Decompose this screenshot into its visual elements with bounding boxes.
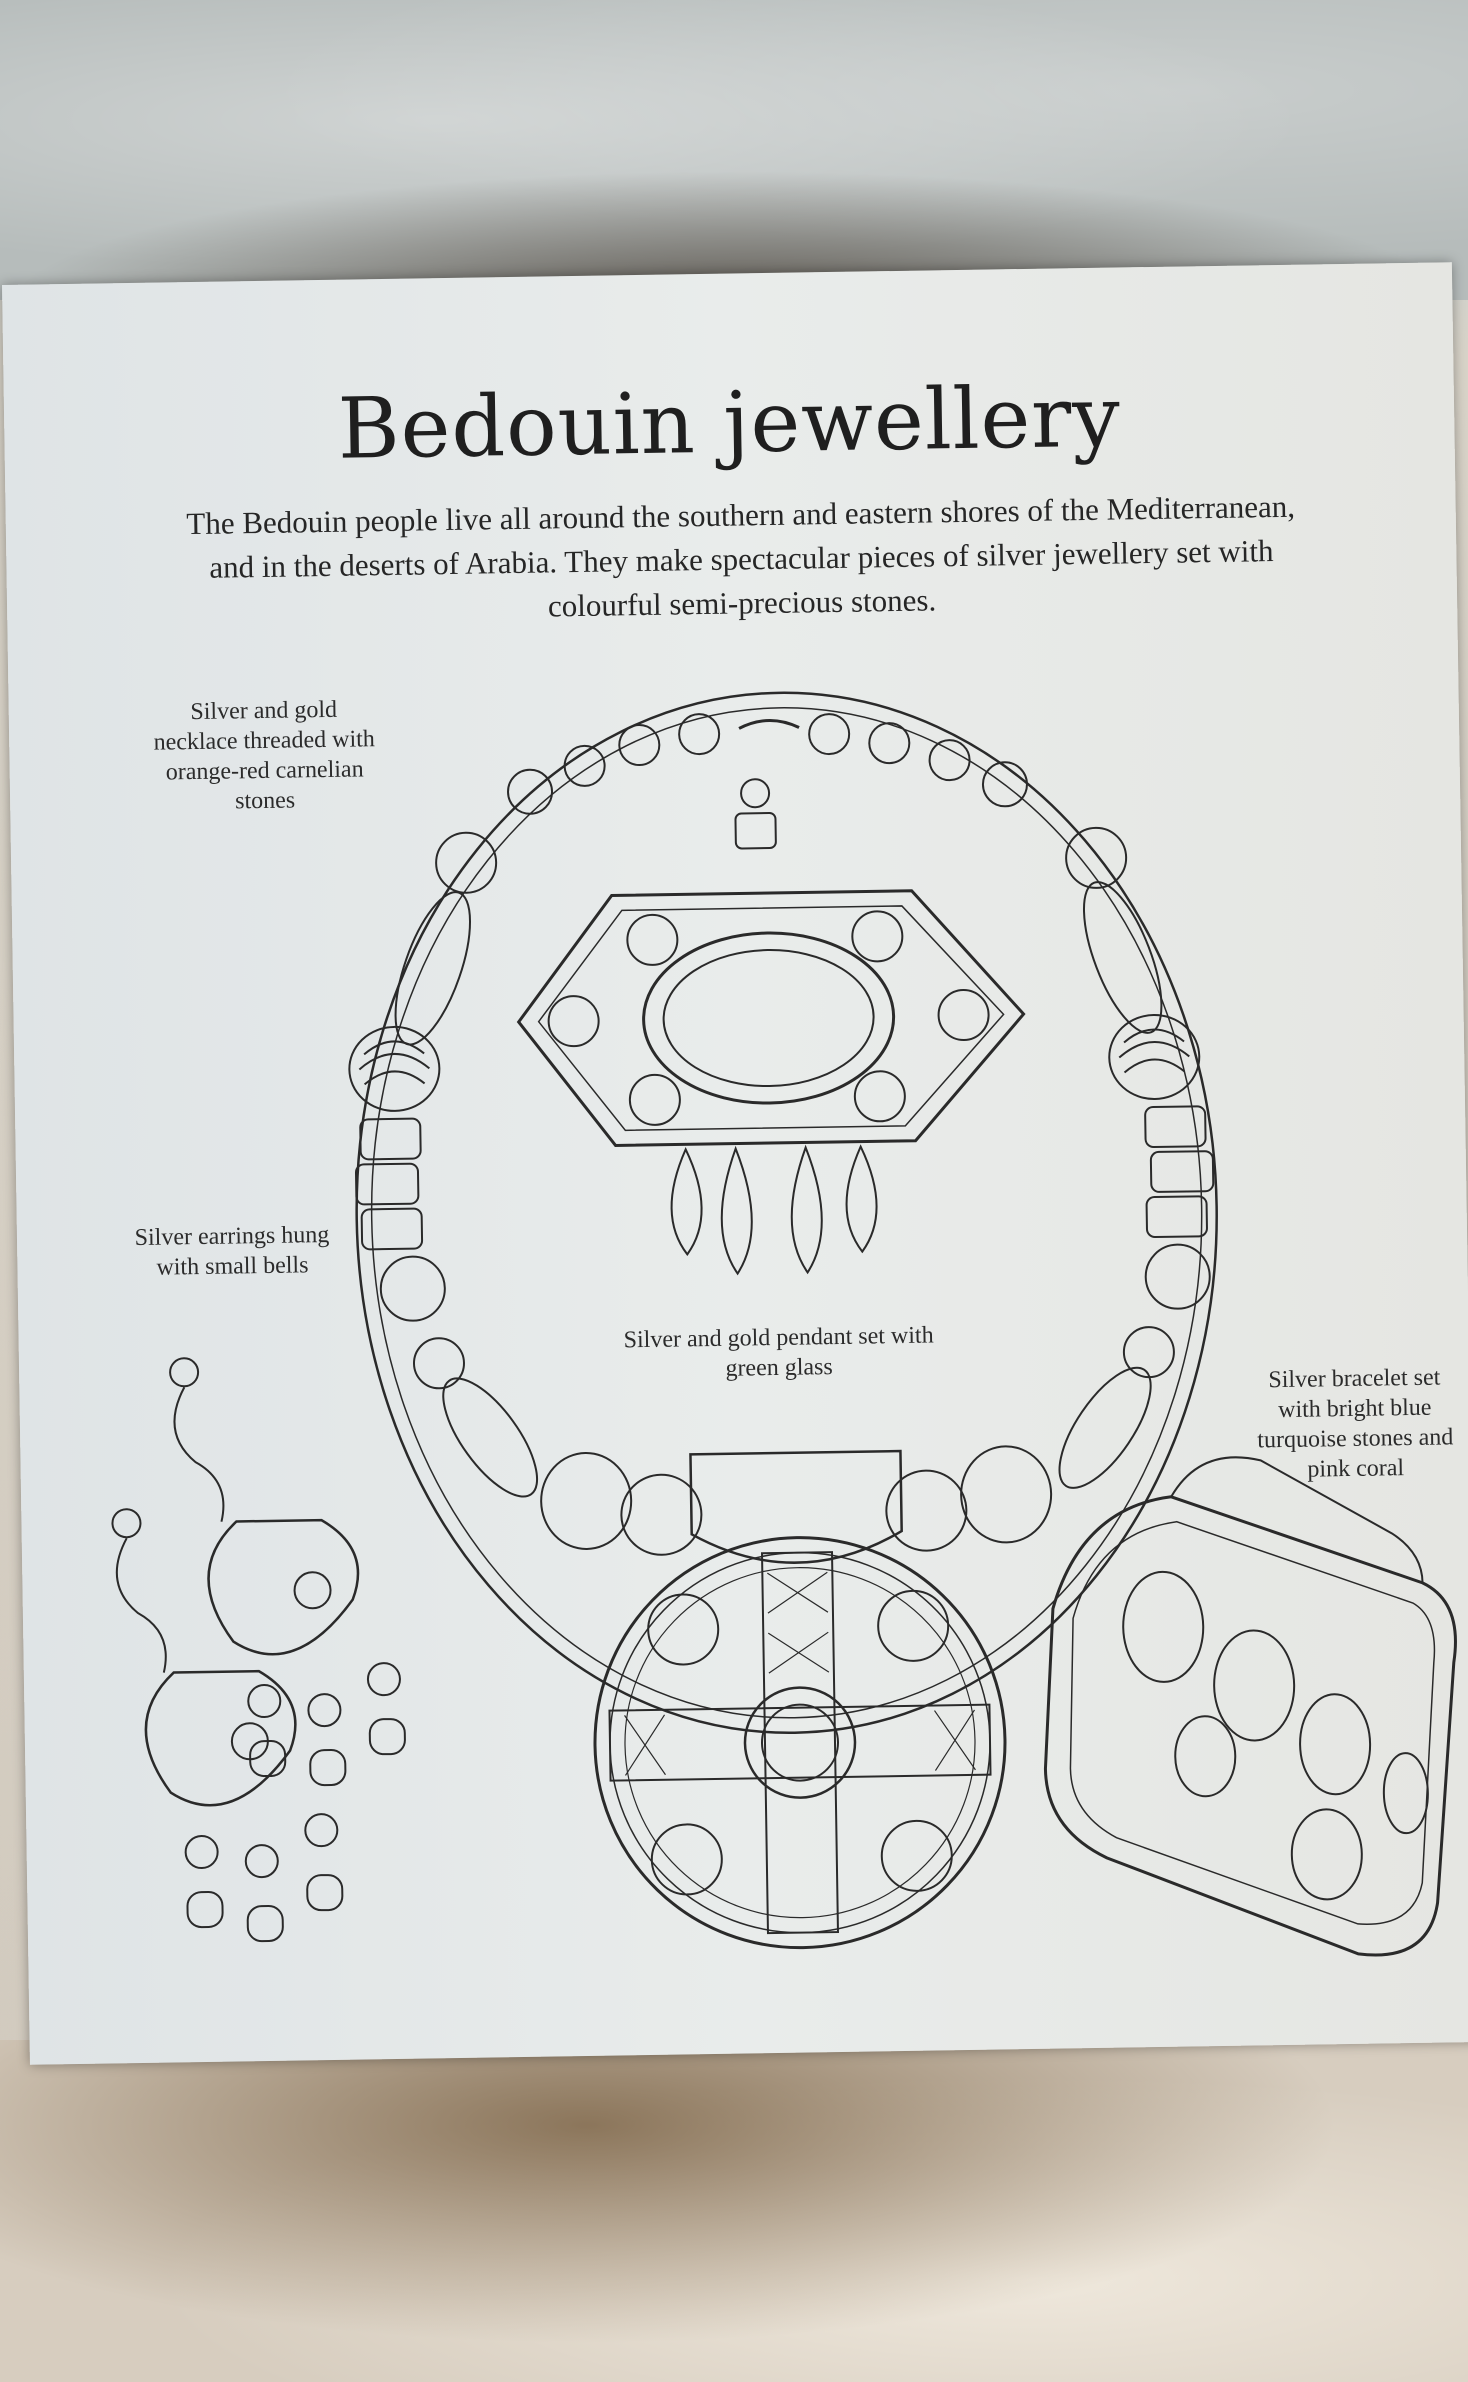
- background-towel-bottom: [0, 2040, 1468, 2382]
- hexagon-pendant-drawing: [516, 778, 1026, 1276]
- bracelet-drawing: [1043, 1456, 1457, 1957]
- jewellery-illustrations: [2, 262, 1468, 2065]
- necklace-drawing: [348, 691, 1218, 1735]
- earrings-drawing: [111, 1357, 406, 1943]
- coloring-book-page: Bedouin jewellery The Bedouin people liv…: [2, 262, 1468, 2065]
- round-pendant-drawing: [593, 1449, 1007, 1950]
